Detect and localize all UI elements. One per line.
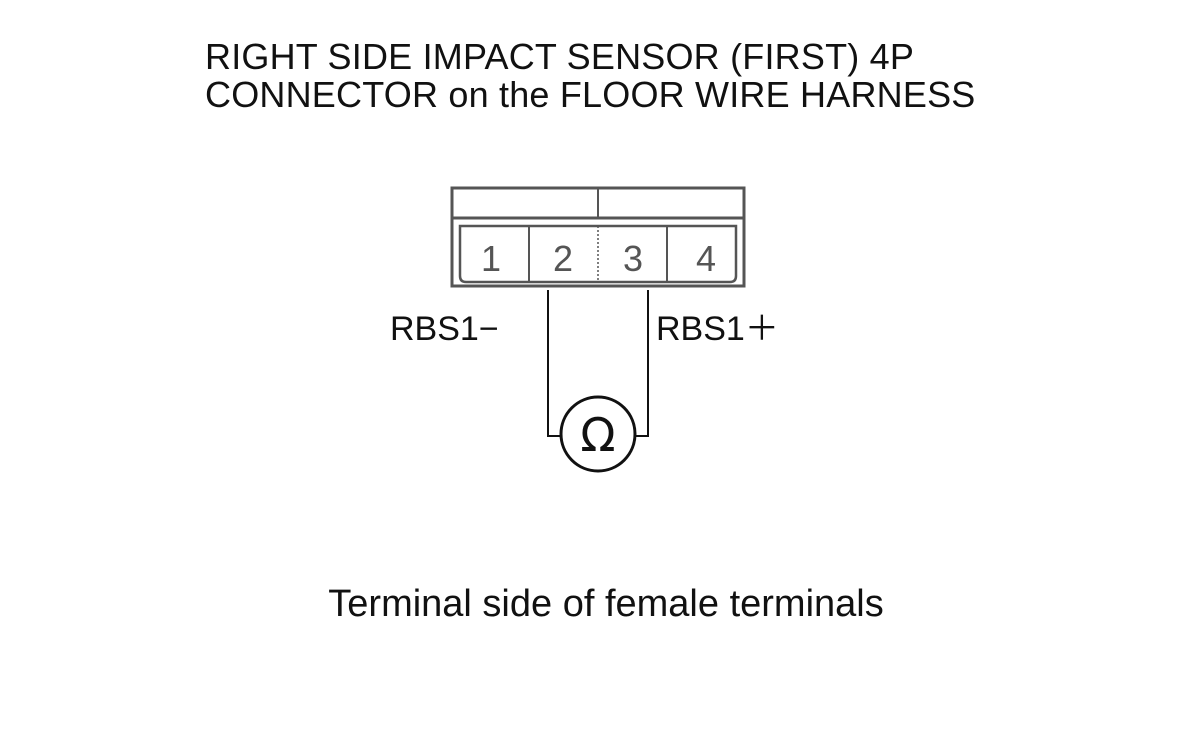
connector-housing [450,186,746,288]
pin-2-label: 2 [553,238,573,279]
wire-label-negative: RBS1− [390,310,499,348]
wire-negative [547,290,566,437]
pin-1-label: 1 [481,238,501,279]
title-line-1: RIGHT SIDE IMPACT SENSOR (FIRST) 4P [205,36,915,77]
diagram-title: RIGHT SIDE IMPACT SENSOR (FIRST) 4P CONN… [205,38,976,114]
pin-4-label: 4 [696,238,716,279]
ohmmeter-icon: Ω [559,395,637,473]
wire-positive [630,290,649,437]
pin-3-label: 3 [623,238,643,279]
ohm-symbol: Ω [580,408,615,462]
diagram-caption: Terminal side of female terminals [328,583,884,625]
wire-label-positive: RBS1＋ [656,310,779,348]
title-line-2: CONNECTOR on the FLOOR WIRE HARNESS [205,74,976,115]
